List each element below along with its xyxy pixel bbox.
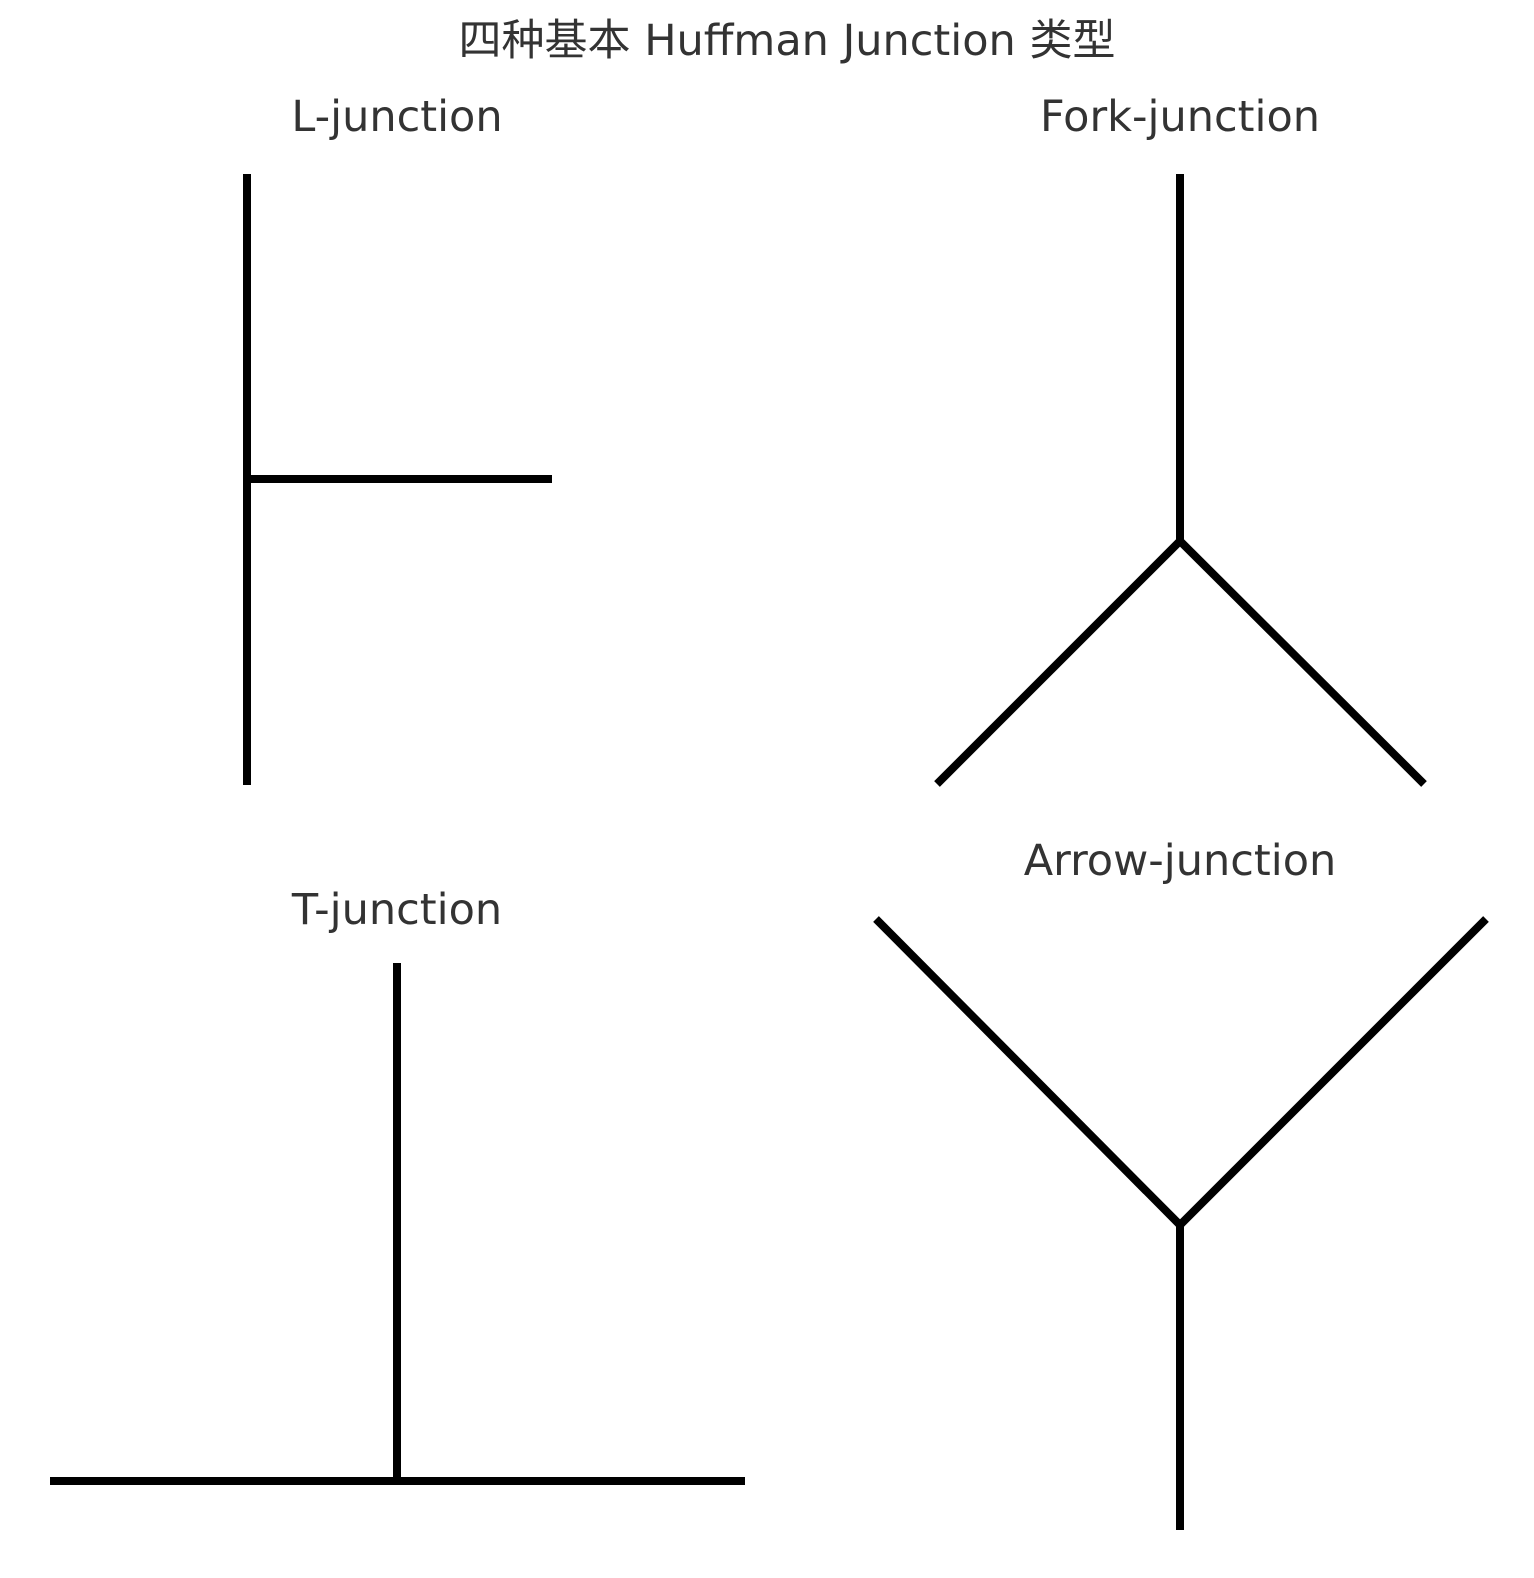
arrow-junction-panel: Arrow-junction (873, 836, 1489, 1530)
fork-junction-panel: Fork-junction (934, 92, 1427, 787)
arrow-junction-left-arm-stroke (873, 916, 1183, 1228)
arrow-junction-label: Arrow-junction (1024, 836, 1337, 886)
fork-junction-figure (934, 174, 1427, 787)
t-junction-label: T-junction (291, 885, 502, 935)
fork-junction-left-branch-stroke (934, 538, 1183, 787)
fork-junction-label: Fork-junction (1040, 92, 1320, 142)
l-junction-panel: L-junction (243, 92, 552, 785)
arrow-junction-figure (873, 916, 1489, 1530)
arrow-junction-right-arm-stroke (1177, 916, 1489, 1228)
t-junction-panel: T-junction (50, 885, 745, 1485)
fork-junction-right-branch-stroke (1177, 538, 1427, 787)
l-junction-label: L-junction (291, 92, 502, 142)
l-junction-figure (243, 174, 552, 785)
diagram-title: 四种基本 Huffman Junction 类型 (459, 16, 1116, 66)
t-junction-figure (50, 963, 745, 1485)
